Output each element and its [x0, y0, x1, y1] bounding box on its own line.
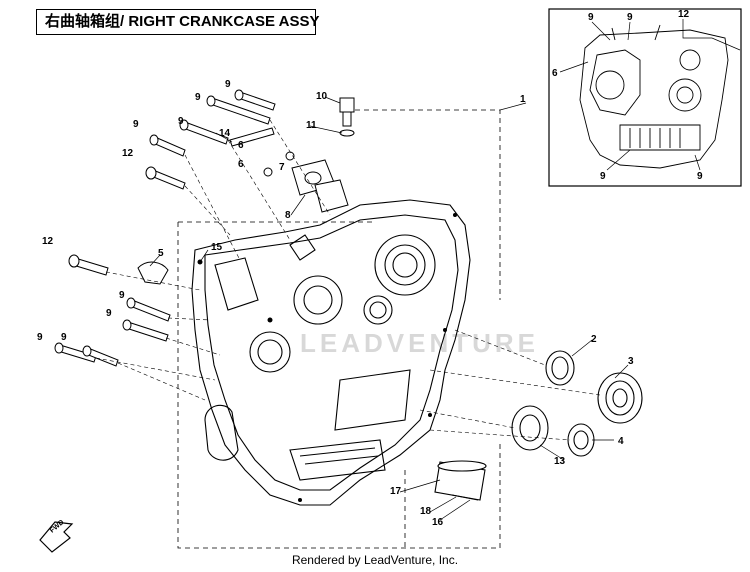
callout-9: 9	[37, 332, 43, 343]
inset-callout-9: 9	[588, 12, 594, 23]
callout-5: 5	[158, 248, 164, 259]
callout-10: 10	[316, 91, 328, 102]
inset-callout-9: 9	[697, 171, 703, 182]
fwd-arrow	[39, 521, 74, 553]
callout-8: 8	[285, 210, 291, 221]
callout-leaders	[149, 96, 629, 521]
callout-6: 6	[238, 159, 244, 170]
diagram-title: 右曲轴箱组/ RIGHT CRANKCASE ASSY	[36, 9, 319, 35]
inset-frame	[548, 8, 742, 187]
plate	[229, 127, 275, 147]
callout-3: 3	[628, 356, 634, 367]
bearings	[511, 350, 643, 457]
watermark: LEADVENTURE	[300, 328, 539, 358]
callout-13: 13	[554, 456, 566, 467]
bushings	[434, 460, 487, 501]
inset-engine-view	[579, 24, 729, 169]
callout-14: 14	[219, 128, 231, 139]
inset-callout-9: 9	[600, 171, 606, 182]
inset-callout-6: 6	[552, 68, 558, 79]
callout-9: 9	[133, 119, 139, 130]
callout-18: 18	[420, 506, 432, 517]
callout-9: 9	[61, 332, 67, 343]
footer-credit: Rendered by LeadVenture, Inc.	[291, 553, 459, 567]
callout-9: 9	[195, 92, 201, 103]
callout-9: 9	[178, 116, 184, 127]
callout-12: 12	[122, 148, 134, 159]
callout-1: 1	[520, 94, 526, 105]
callout-12: 12	[42, 236, 54, 247]
oil-sensor	[263, 97, 355, 213]
callout-9: 9	[106, 308, 112, 319]
inset-leader-lines	[559, 19, 741, 171]
crankcase-body	[191, 199, 471, 506]
callout-6: 6	[238, 140, 244, 151]
callout-2: 2	[591, 334, 597, 345]
callout-9: 9	[225, 79, 231, 90]
callout-16: 16	[432, 517, 444, 528]
callout-17: 17	[390, 486, 402, 497]
leader-lines	[95, 119, 601, 441]
callout-9: 9	[119, 290, 125, 301]
callout-15: 15	[211, 242, 223, 253]
inset-callout-9: 9	[627, 12, 633, 23]
bracket	[137, 261, 169, 285]
inset-callout-12: 12	[678, 9, 690, 20]
callout-4: 4	[618, 436, 624, 447]
callout-7: 7	[279, 162, 285, 173]
callout-11: 11	[306, 120, 317, 131]
bolts	[54, 89, 276, 367]
